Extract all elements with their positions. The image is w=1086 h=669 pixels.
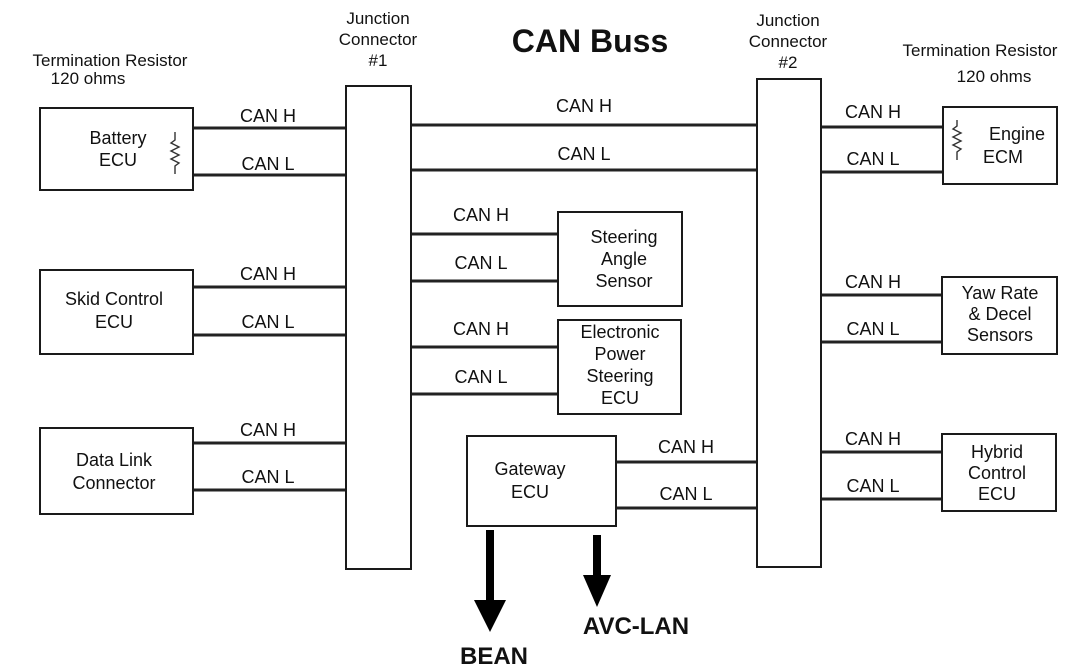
yaw-rate-decel-sensors-box: Yaw Rate & Decel Sensors [941,276,1058,355]
label-can-l: CAN L [454,253,507,273]
svg-text:#1: #1 [369,51,388,70]
label-can-h: CAN H [240,420,296,440]
junction-2-label: Junction Connector #2 [749,11,828,72]
svg-text:Yaw Rate: Yaw Rate [962,283,1039,303]
label-can-h: CAN H [240,264,296,284]
label-can-l: CAN L [241,312,294,332]
svg-text:Termination Resistor: Termination Resistor [903,41,1058,60]
svg-text:Sensors: Sensors [967,325,1033,345]
label-can-l: CAN L [241,467,294,487]
junction-connector-1 [345,85,412,570]
svg-text:#2: #2 [779,53,798,72]
label-can-l: CAN L [557,144,610,164]
junction-connector-2 [756,78,822,568]
label-can-h: CAN H [453,319,509,339]
svg-text:Skid Control: Skid Control [65,289,163,309]
svg-text:ECU: ECU [601,388,639,408]
svg-text:Termination Resistor: Termination Resistor [33,51,188,70]
svg-text:Steering: Steering [586,366,653,386]
svg-text:ECM: ECM [983,147,1023,167]
svg-text:Sensor: Sensor [595,271,652,291]
svg-text:Junction: Junction [756,11,819,30]
svg-text:Junction: Junction [346,9,409,28]
label-can-l: CAN L [846,476,899,496]
label-can-h: CAN H [845,429,901,449]
label-can-l: CAN L [659,484,712,504]
data-link-connector-box: Data Link Connector [39,427,194,515]
resistor-icon [951,120,963,160]
svg-text:Power: Power [594,344,645,364]
svg-text:Data Link: Data Link [76,450,153,470]
diagram-title: CAN Buss [512,23,668,59]
svg-text:& Decel: & Decel [968,304,1031,324]
gateway-ecu-box: Gateway ECU [466,435,617,527]
svg-text:ECU: ECU [511,482,549,502]
svg-text:ECU: ECU [95,312,133,332]
svg-text:Connector: Connector [339,30,418,49]
label-can-h: CAN H [240,106,296,126]
electronic-power-steering-ecu-box: Electronic Power Steering ECU [557,319,682,415]
svg-text:Angle: Angle [601,249,647,269]
bean-label: BEAN [460,643,528,669]
svg-text:Control: Control [968,463,1026,483]
svg-text:Steering: Steering [590,227,657,247]
label-can-l: CAN L [454,367,507,387]
skid-control-ecu-box: Skid Control ECU [39,269,194,355]
battery-ecu-box: Battery ECU [39,107,194,191]
label-can-h: CAN H [556,96,612,116]
label-can-h: CAN H [658,437,714,457]
label-can-h: CAN H [453,205,509,225]
label-can-h: CAN H [845,102,901,122]
avc-lan-label: AVC-LAN [583,613,689,640]
svg-text:120 ohms: 120 ohms [51,69,126,88]
svg-text:Electronic: Electronic [580,322,659,342]
svg-text:ECU: ECU [99,150,137,170]
avc-lan-arrow-icon [583,535,611,607]
junction-1-label: Junction Connector #1 [339,9,418,70]
resistor-icon [169,132,181,174]
label-can-l: CAN L [846,319,899,339]
steering-angle-sensor-box: Steering Angle Sensor [557,211,683,307]
termination-resistor-right-label: Termination Resistor 120 ohms [903,41,1058,86]
svg-text:Connector: Connector [749,32,828,51]
label-can-l: CAN L [846,149,899,169]
engine-ecm-box: Engine ECM [942,106,1058,185]
svg-text:ECU: ECU [978,484,1016,504]
termination-resistor-left-label: Termination Resistor 120 ohms [33,51,188,88]
svg-text:Connector: Connector [72,473,155,493]
svg-text:Battery: Battery [89,128,146,148]
hybrid-control-ecu-box: Hybrid Control ECU [941,433,1057,512]
label-can-h: CAN H [845,272,901,292]
svg-text:Engine: Engine [989,124,1045,144]
label-can-l: CAN L [241,154,294,174]
bean-arrow-icon [474,530,506,632]
svg-text:120 ohms: 120 ohms [957,67,1032,86]
svg-text:Hybrid: Hybrid [971,442,1023,462]
svg-text:Gateway: Gateway [494,459,565,479]
